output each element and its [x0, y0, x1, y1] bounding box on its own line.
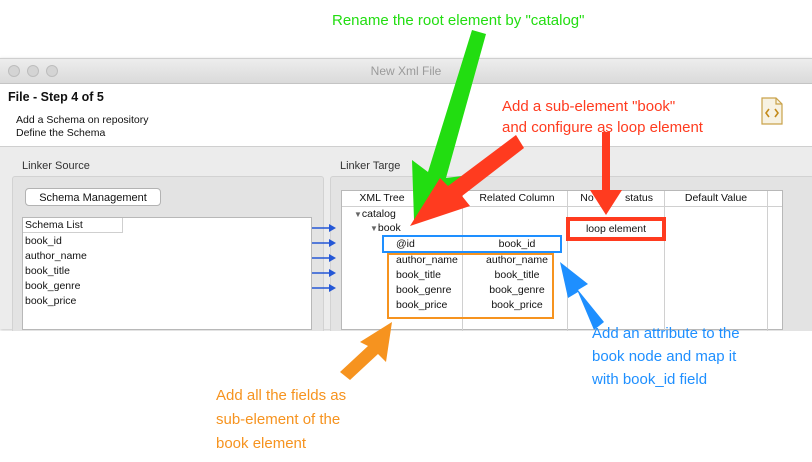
schema-list[interactable]: Schema List book_id author_name book_tit…	[22, 217, 312, 330]
zoom-button-dot[interactable]	[46, 65, 58, 77]
title-bar: New Xml File	[0, 59, 812, 84]
element-row-name[interactable]: author_name	[396, 254, 458, 266]
element-row-column[interactable]: book_genre	[489, 284, 545, 296]
minimize-button-dot[interactable]	[27, 65, 39, 77]
element-row-name[interactable]: book_title	[396, 269, 441, 281]
linker-target-label: Linker Targe	[340, 160, 401, 172]
annotation-rename-root: Rename the root element by "catalog"	[332, 12, 585, 29]
header-line-2: Define the Schema	[16, 127, 106, 139]
element-row-name[interactable]: book_price	[396, 299, 448, 311]
tree-node-root[interactable]: ▼catalog	[354, 208, 396, 220]
list-item[interactable]: book_id	[25, 235, 62, 247]
schema-management-button[interactable]: Schema Management	[25, 188, 161, 206]
arrow-right-icon	[312, 269, 336, 277]
close-button-dot[interactable]	[8, 65, 20, 77]
arrow-right-icon	[312, 224, 336, 232]
book-node-label: book	[377, 222, 401, 234]
column-header-related-column[interactable]: Related Column	[479, 192, 555, 204]
list-item[interactable]: book_price	[25, 295, 77, 307]
element-row-column[interactable]: author_name	[486, 254, 548, 266]
wizard-header: File - Step 4 of 5 Add a Schema on repos…	[0, 84, 812, 147]
annotation-fields-line3: book element	[216, 435, 307, 452]
column-header-xml-tree[interactable]: XML Tree	[359, 192, 405, 204]
loop-element-badge: loop element	[566, 217, 666, 241]
header-divider	[342, 206, 782, 207]
arrow-right-icon	[312, 239, 336, 247]
element-row-column[interactable]: book_title	[494, 269, 540, 281]
attribute-highlight-box	[382, 235, 562, 253]
list-item[interactable]: book_genre	[25, 280, 81, 292]
list-item[interactable]: author_name	[25, 250, 87, 262]
attribute-related-column[interactable]: book_id	[498, 238, 536, 250]
xml-file-icon	[761, 97, 783, 125]
canvas-background	[0, 331, 812, 462]
root-node-label: catalog	[361, 208, 396, 220]
elements-highlight-box	[387, 253, 554, 319]
column-header-node[interactable]: No	[580, 192, 594, 204]
list-item[interactable]: book_title	[25, 265, 70, 277]
annotation-attribute-line3: with book_id field	[592, 371, 708, 388]
column-divider	[462, 191, 463, 331]
linker-source-label: Linker Source	[22, 160, 90, 172]
arrow-right-icon	[312, 284, 336, 292]
tree-node-book[interactable]: ▼book	[370, 222, 401, 234]
element-row-column[interactable]: book_price	[491, 299, 543, 311]
annotation-fields-line1: Add all the fields as	[216, 387, 347, 404]
attribute-id[interactable]: @id	[396, 238, 415, 250]
column-header-status[interactable]: status	[624, 192, 653, 204]
column-divider	[664, 191, 665, 331]
annotation-fields-line2: sub-element of the	[216, 411, 341, 428]
schema-list-header: Schema List	[23, 218, 123, 233]
annotation-add-book-line1: Add a sub-element "book"	[502, 98, 676, 115]
expand-triangle-icon[interactable]: ▼	[354, 210, 362, 219]
step-title: File - Step 4 of 5	[8, 90, 104, 104]
window-title: New Xml File	[370, 64, 442, 78]
column-divider	[567, 191, 568, 331]
expand-triangle-icon[interactable]: ▼	[370, 224, 378, 233]
column-divider	[767, 191, 768, 331]
annotation-attribute-line2: book node and map it	[592, 348, 737, 365]
header-line-1: Add a Schema on repository	[16, 114, 149, 126]
annotation-attribute-line1: Add an attribute to the	[592, 325, 740, 342]
arrow-right-icon	[312, 254, 336, 262]
element-row-name[interactable]: book_genre	[396, 284, 452, 296]
column-header-default-value[interactable]: Default Value	[684, 192, 748, 204]
annotation-add-book-line2: and configure as loop element	[502, 119, 703, 136]
